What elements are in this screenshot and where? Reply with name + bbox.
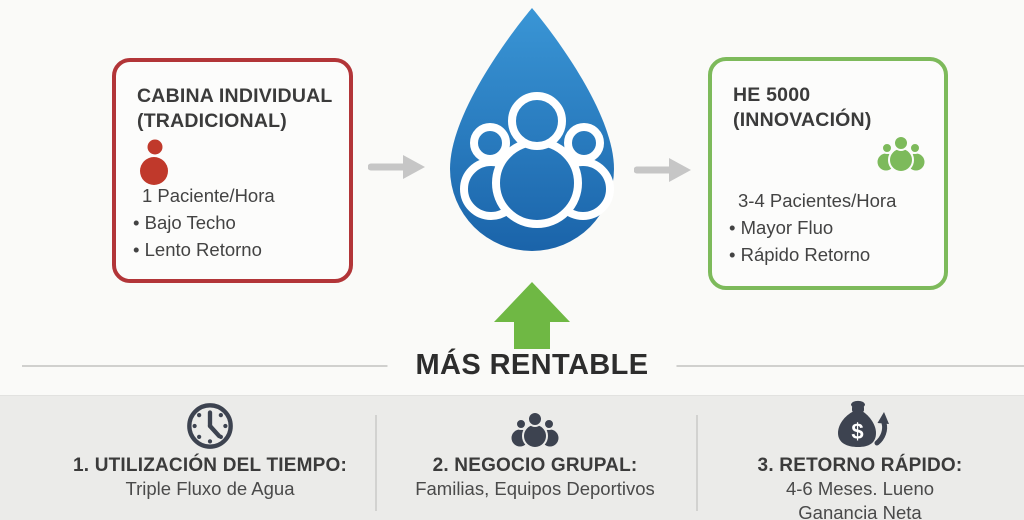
- money-bag-icon: $: [831, 399, 889, 451]
- vertical-divider: [696, 415, 698, 511]
- innovation-box-title: HE 5000 (INNOVACIÓN): [733, 83, 872, 133]
- innovation-title-line2: (INNOVACIÓN): [733, 109, 872, 131]
- single-patient-icon: [140, 139, 168, 185]
- water-drop-group-icon: [450, 8, 614, 251]
- benefit-return: $ 3. RETORNO RÁPIDO: 4-6 Meses. Lueno Ga…: [705, 399, 1015, 520]
- benefit-time-title: 1. UTILIZACIÓN DEL TIEMPO:: [72, 455, 348, 476]
- benefit-group-text: Familias, Equipos Deportivos: [415, 478, 655, 499]
- innovation-item-3: • Rápido Retorno: [729, 244, 871, 265]
- traditional-feature-list: 1 Paciente/Hora • Bajo Techo • Lento Ret…: [133, 182, 275, 263]
- traditional-title-line1: CABINA INDIVIDUAL: [137, 85, 333, 107]
- innovation-title-line1: HE 5000: [733, 84, 811, 106]
- benefit-return-title: 3. RETORNO RÁPIDO:: [757, 455, 963, 476]
- traditional-item-1: 1 Paciente/Hora: [142, 185, 275, 206]
- up-arrow-icon: [494, 282, 570, 358]
- benefit-return-text-2: Ganancia Neta: [798, 502, 922, 520]
- benefits-band: 1. UTILIZACIÓN DEL TIEMPO: Triple Fluxo …: [0, 395, 1024, 520]
- innovation-item-1: 3-4 Pacientes/Hora: [738, 190, 897, 211]
- benefit-return-text-1: 4-6 Meses. Lueno: [785, 478, 935, 499]
- arrow-right-icon: [634, 158, 691, 182]
- benefit-time-text: Triple Fluxo de Agua: [125, 478, 295, 499]
- svg-text:$: $: [851, 419, 863, 444]
- traditional-item-3: • Lento Retorno: [133, 239, 262, 260]
- innovation-feature-list: 3-4 Pacientes/Hora • Mayor Fluo • Rápido…: [729, 187, 896, 268]
- people-group-icon: [510, 399, 560, 451]
- clock-icon: [185, 399, 235, 451]
- traditional-item-2: • Bajo Techo: [133, 212, 236, 233]
- innovation-box: HE 5000 (INNOVACIÓN) 3-4 Pacientes/Hora …: [708, 57, 948, 290]
- traditional-title-line2: (TRADICIONAL): [137, 110, 287, 132]
- center-label: MÁS RENTABLE: [387, 349, 677, 382]
- traditional-box: CABINA INDIVIDUAL (TRADICIONAL) 1 Pacien…: [112, 58, 353, 283]
- traditional-box-title: CABINA INDIVIDUAL (TRADICIONAL): [137, 84, 333, 134]
- group-patients-icon: [877, 135, 925, 173]
- benefit-time: 1. UTILIZACIÓN DEL TIEMPO: Triple Fluxo …: [55, 399, 365, 501]
- innovation-item-2: • Mayor Fluo: [729, 217, 834, 238]
- vertical-divider: [375, 415, 377, 511]
- benefit-group-title: 2. NEGOCIO GRUPAL:: [432, 455, 638, 476]
- arrow-right-icon: [368, 155, 425, 179]
- benefit-group: 2. NEGOCIO GRUPAL: Familias, Equipos Dep…: [380, 399, 690, 501]
